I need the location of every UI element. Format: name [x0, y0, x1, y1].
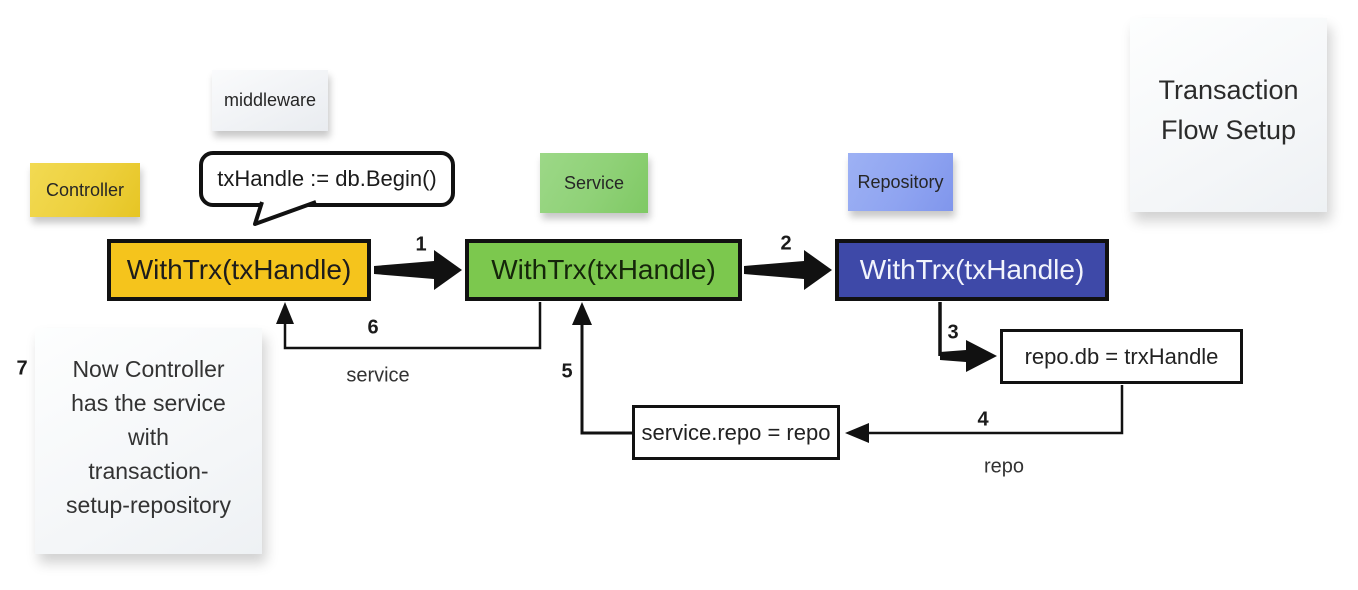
flow-box-controller: WithTrx(txHandle)	[107, 239, 371, 301]
step-number-3: 3	[947, 321, 959, 344]
sticky-note-repository: Repository	[848, 153, 953, 211]
step-number-7: 7	[16, 357, 28, 380]
edge-label-service: service	[346, 364, 410, 387]
arrow-6-head	[276, 302, 294, 324]
sticky-note-repository-label: Repository	[857, 171, 944, 192]
assign-box-service-repo: service.repo = repo	[632, 405, 840, 460]
sticky-note-middleware-label: middleware	[223, 90, 317, 110]
sticky-note-service: Service	[540, 153, 648, 213]
step-number-2: 2	[780, 232, 792, 255]
arrow-4-head	[845, 423, 869, 443]
flow-box-service: WithTrx(txHandle)	[465, 239, 742, 301]
step-number-6: 6	[367, 316, 379, 339]
flow-box-repository: WithTrx(txHandle)	[835, 239, 1109, 301]
sticky-note-controller-label: Controller	[45, 179, 125, 200]
flow-box-service-label: WithTrx(txHandle)	[491, 254, 716, 285]
arrow-4-line	[868, 385, 1124, 435]
arrow-5-line	[580, 320, 633, 435]
arrow-2-service-to-repository	[744, 250, 832, 290]
speech-bubble: txHandle := db.Begin()	[199, 151, 455, 207]
speech-bubble-text: txHandle := db.Begin()	[217, 166, 437, 191]
assign-box-service-repo-label: service.repo = repo	[641, 419, 831, 445]
step-number-1: 1	[415, 233, 427, 256]
sticky-note-service-label: Service	[563, 172, 625, 193]
edge-label-repo: repo	[983, 455, 1025, 478]
assign-box-repo-db-label: repo.db = trxHandle	[1024, 343, 1219, 369]
step-number-5: 5	[561, 360, 573, 383]
summary-note: Now Controller has the service with tran…	[35, 328, 262, 554]
assign-box-repo-db: repo.db = trxHandle	[1000, 329, 1243, 384]
sticky-note-controller: Controller	[30, 163, 140, 217]
sticky-note-middleware: middleware	[212, 70, 328, 131]
title-note-text: Transaction Flow Setup	[1158, 75, 1299, 145]
step-number-4: 4	[977, 408, 989, 431]
flow-box-controller-label: WithTrx(txHandle)	[126, 254, 352, 285]
arrow-6-line	[283, 302, 542, 350]
arrow-3-head	[940, 340, 997, 372]
title-note: Transaction Flow Setup	[1130, 18, 1327, 212]
arrow-5-head	[572, 302, 592, 325]
flow-box-repository-label: WithTrx(txHandle)	[859, 254, 1085, 285]
summary-note-text: Now Controller has the service with tran…	[66, 356, 231, 518]
